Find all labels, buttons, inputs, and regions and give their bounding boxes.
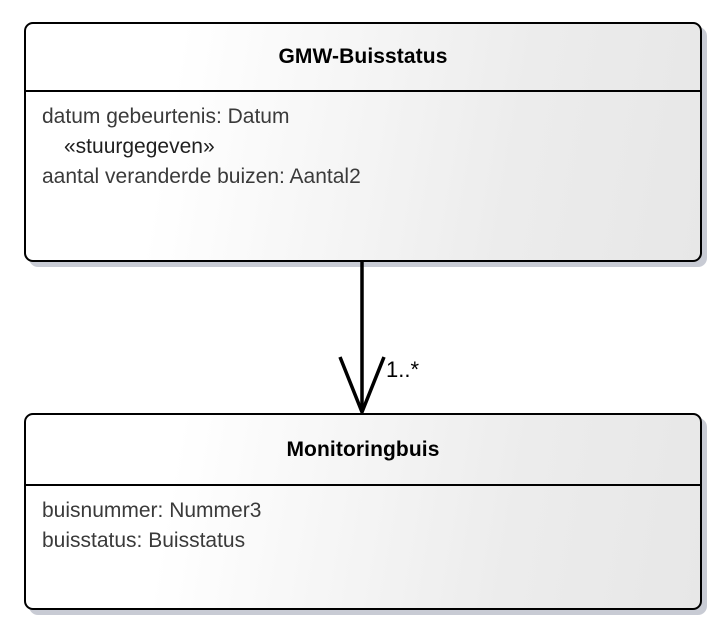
uml-class-gmw-buisstatus[interactable]: GMW-Buisstatus datum gebeurtenis: Datum …	[24, 22, 702, 262]
uml-class-monitoringbuis[interactable]: Monitoringbuis buisnummer: Nummer3 buiss…	[24, 413, 702, 610]
class-name-gmw-buisstatus: GMW-Buisstatus	[278, 45, 448, 68]
association-multiplicity-label: 1..*	[386, 357, 420, 382]
attribute-row: aantal veranderde buizen: Aantal2	[42, 164, 361, 188]
class-header-monitoringbuis: Monitoringbuis	[26, 415, 700, 486]
class-header-gmw-buisstatus: GMW-Buisstatus	[26, 24, 700, 92]
attribute-row: datum gebeurtenis: Datum	[42, 105, 290, 128]
class-name-monitoringbuis: Monitoringbuis	[286, 437, 440, 461]
attribute-compartment-gmw-buisstatus: datum gebeurtenis: Datum «stuurgegeven» …	[26, 92, 700, 191]
attribute-row: buisstatus: Buisstatus	[42, 528, 246, 552]
attribute-row: buisnummer: Nummer3	[42, 499, 262, 522]
attribute-stereotype: «stuurgegeven»	[64, 134, 215, 158]
attribute-compartment-monitoringbuis: buisnummer: Nummer3 buisstatus: Buisstat…	[26, 486, 700, 556]
association-open-arrowhead	[338, 356, 386, 417]
